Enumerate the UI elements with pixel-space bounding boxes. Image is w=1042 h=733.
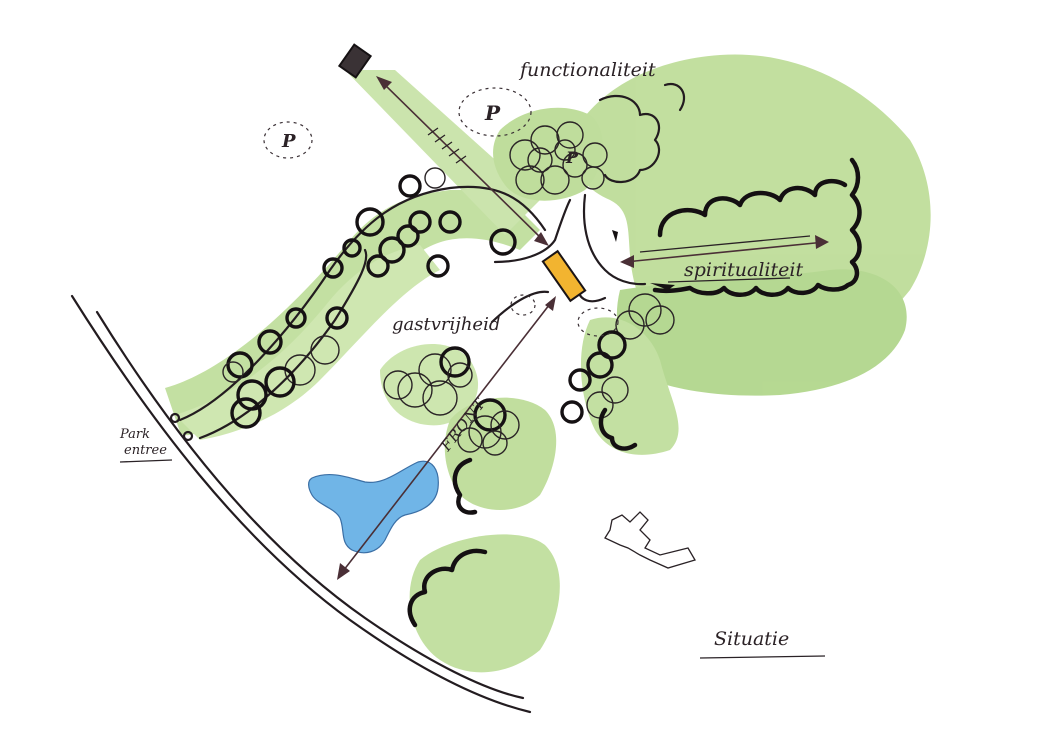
- small-mark-2: [650, 283, 675, 290]
- crossing-marks: [427, 127, 467, 164]
- main-road-outer: [70, 294, 532, 714]
- label-situatie-underline: [699, 655, 826, 659]
- gate-icon-2: [182, 430, 194, 442]
- label-entree-underline: [119, 459, 173, 463]
- driveway-north: [178, 185, 547, 422]
- drive-curve-2: [490, 290, 550, 324]
- north-tree-edge-2: [663, 82, 686, 112]
- front-arrow-line: [339, 299, 554, 576]
- roads: [70, 185, 647, 714]
- parking-label: P: [281, 131, 296, 152]
- dashed-marker-2: [577, 307, 619, 337]
- parking-icon: [263, 121, 313, 159]
- tree-cluster-north: [509, 121, 608, 195]
- front-arrow-head: [337, 563, 350, 580]
- southeast-building-outline: [604, 511, 696, 569]
- parking-areas: P P P: [263, 87, 619, 337]
- north-structure: [337, 43, 373, 79]
- tree-cluster-south: [457, 398, 520, 456]
- tree-cluster-central: [383, 346, 473, 416]
- label-gastvrijheid: gastvrijheid: [392, 314, 500, 335]
- east-arrow-line-2: [639, 235, 811, 253]
- east-tree-edge: [598, 407, 638, 451]
- label-situatie: Situatie: [714, 628, 789, 650]
- drive-curve-3: [582, 193, 647, 286]
- east-woodland-edge: [652, 157, 862, 297]
- south-tree-edge: [407, 548, 488, 628]
- tree-row-left: [222, 167, 517, 429]
- northeast-woodland-edge: [657, 178, 848, 238]
- dashed-marker: [510, 294, 536, 316]
- left-planting-band-2: [175, 245, 440, 440]
- main-road-inner: [95, 310, 525, 700]
- label-spiritualiteit-underline: [667, 277, 791, 283]
- label-entree: entree: [124, 443, 167, 458]
- southeast-green: [580, 317, 679, 455]
- north-arrow-line: [379, 79, 546, 243]
- woodland-edges: [407, 82, 862, 628]
- north-tree-edge: [598, 94, 661, 183]
- label-spiritualiteit: spiritualiteit: [684, 259, 803, 281]
- east-arrow-head-2: [815, 235, 829, 249]
- gate-icon: [169, 412, 181, 424]
- pond-icon: [308, 460, 439, 554]
- label-park: Park: [119, 427, 150, 442]
- east-woodland: [616, 269, 907, 396]
- building-icon: [541, 249, 587, 303]
- parking-label-3: P: [565, 148, 579, 167]
- tree-cluster-east: [560, 293, 675, 424]
- trees: [222, 121, 675, 456]
- greenery-areas: [165, 54, 931, 673]
- pond-tree-edge: [452, 457, 478, 515]
- arrows: [337, 76, 829, 580]
- south-green: [409, 534, 560, 673]
- north-path-green: [345, 70, 540, 235]
- east-arrow-line: [624, 241, 826, 263]
- north-arrow-head: [376, 76, 392, 90]
- east-arrow-head: [620, 255, 634, 268]
- parking-label-2: P: [484, 101, 501, 125]
- front-arrow-head-2: [545, 296, 556, 311]
- parking-icon-2: [458, 87, 532, 137]
- small-mark: [612, 230, 618, 242]
- label-functionaliteit: functionaliteit: [518, 59, 656, 81]
- drive-curve-1: [493, 198, 572, 264]
- labels: functionaliteit spiritualiteit gastvrijh…: [119, 59, 826, 659]
- north-arrow-head-2: [534, 232, 549, 246]
